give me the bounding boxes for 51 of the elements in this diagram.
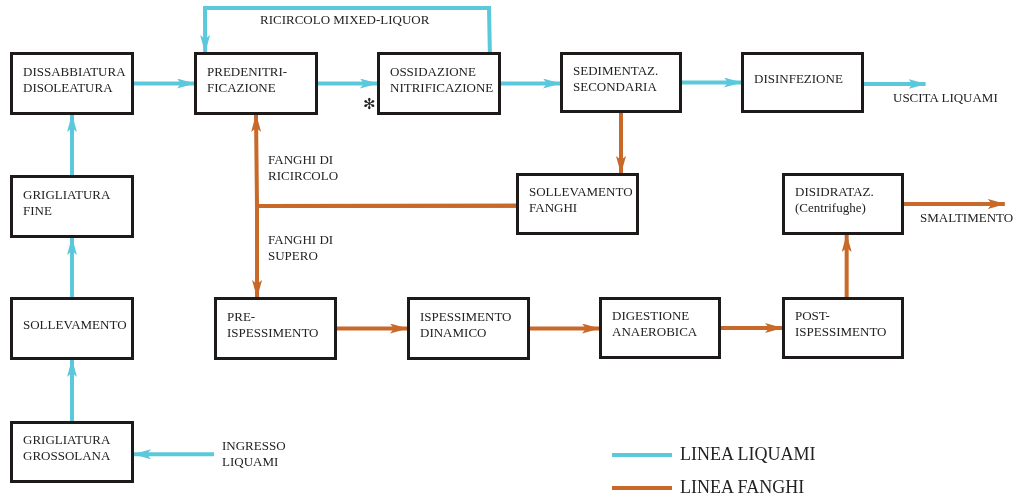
- flow-arrow: [200, 6, 492, 53]
- process-box: [10, 52, 134, 115]
- box-label: PREDENITRI- FICAZIONE: [207, 63, 289, 96]
- box-label: OSSIDAZIONE NITRIFICAZIONE: [390, 63, 494, 96]
- flow-arrow: [337, 323, 408, 334]
- flow-arrow: [864, 79, 927, 89]
- process-box: [194, 52, 318, 115]
- box-label: SEDIMENTAZ. SECONDARIA: [573, 62, 660, 95]
- box-label: SOLLEVAMENTO FANGHI: [529, 184, 633, 216]
- process-box: [10, 175, 134, 238]
- box-label: GRIGLIATURA FINE: [23, 186, 111, 219]
- box-label: ISPESSIMENTO DINAMICO: [420, 308, 513, 341]
- process-box: [10, 421, 134, 483]
- box-label: POST- ISPESSIMENTO: [795, 308, 888, 340]
- legend-label: LINEA FANGHI: [680, 478, 805, 496]
- flow-label: USCITA LIQUAMI: [893, 90, 999, 106]
- process-box: [10, 297, 134, 360]
- flow-arrow: [530, 323, 600, 334]
- flow-arrow: [252, 203, 516, 298]
- process-box: [377, 52, 501, 115]
- box-label: DISSABBIATURA DISOLEATURA: [23, 63, 125, 96]
- flow-arrow: [67, 237, 77, 297]
- flow-arrow: [67, 114, 77, 175]
- process-box: [782, 297, 904, 359]
- asterisk-mark: ✻: [363, 97, 376, 112]
- box-label: DIGESTIONE ANAEROBICA: [612, 308, 699, 340]
- box-label: DISIDRATAZ. (Centrifughe): [795, 184, 875, 216]
- flow-arrow: [841, 234, 852, 297]
- box-label: DISINFEZIONE: [754, 70, 843, 87]
- flow-arrow: [721, 323, 783, 333]
- process-box: [782, 173, 904, 235]
- process-box: [560, 52, 682, 113]
- flow-arrow: [134, 78, 195, 89]
- flow-arrow: [133, 449, 214, 460]
- flow-arrow: [904, 199, 1006, 209]
- flow-arrow: [318, 78, 378, 89]
- flow-arrow: [501, 78, 561, 89]
- process-box: [599, 297, 721, 359]
- box-label: SOLLEVAMENTO: [23, 316, 127, 333]
- process-box: [214, 297, 337, 360]
- legend-label: LINEA LIQUAMI: [680, 445, 816, 463]
- flow-arrow: [616, 113, 626, 174]
- flow-arrow: [682, 77, 742, 88]
- process-box: [741, 52, 864, 113]
- flow-arrow: [67, 359, 77, 421]
- flow-label: SMALTIMENTO: [920, 210, 1015, 226]
- box-label: GRIGLIATURA GROSSOLANA: [23, 432, 112, 464]
- box-label: PRE- ISPESSIMENTO: [227, 308, 320, 341]
- process-box: [516, 173, 639, 235]
- flow-label: INGRESSO LIQUAMI: [222, 438, 287, 470]
- process-box: [407, 297, 530, 360]
